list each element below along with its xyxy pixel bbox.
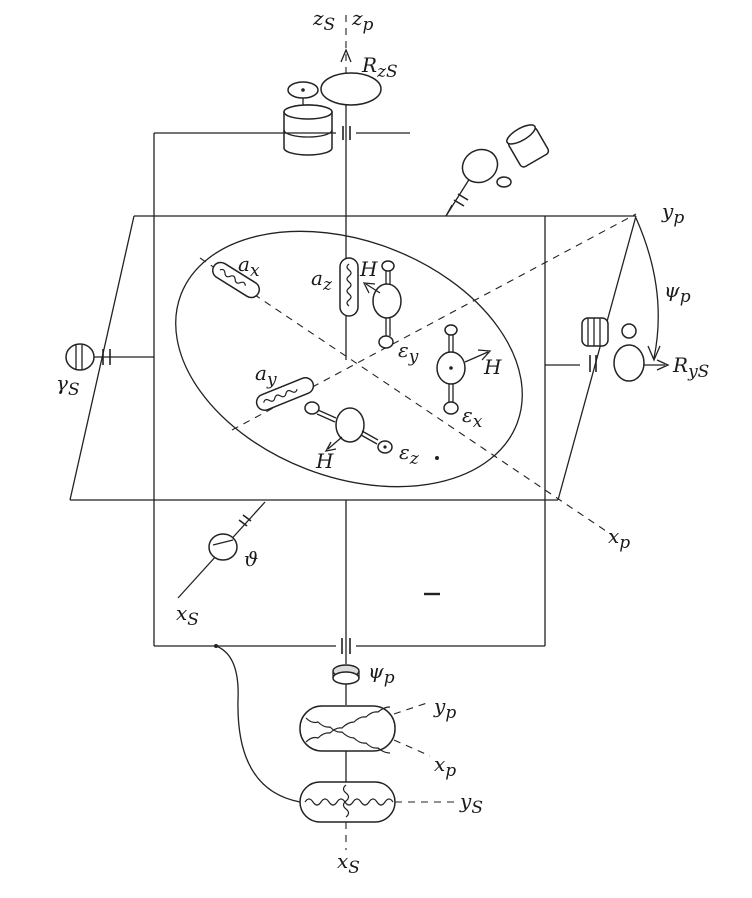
gyro-y	[362, 260, 402, 349]
label-y-s-bottom: yS	[459, 789, 483, 818]
label-y-p-bottom: yp	[433, 694, 456, 723]
label-a-x: ax	[238, 252, 260, 281]
top-torque-motor	[283, 72, 382, 156]
gyro-z	[304, 401, 393, 454]
label-eps-x: εx	[462, 403, 483, 432]
accelerometer-ax	[211, 261, 261, 299]
svg-text:zp: zp	[351, 6, 374, 35]
left-motor	[65, 343, 154, 371]
svg-text:ax: ax	[238, 252, 260, 281]
label-r-zs: RzS	[361, 53, 398, 82]
label-theta: ϑ	[244, 547, 258, 571]
svg-text:ψp: ψp	[664, 278, 691, 307]
svg-text:εx: εx	[462, 403, 483, 432]
label-r-ys: RyS	[672, 353, 709, 382]
label-x-s-bottom: xS	[337, 849, 360, 878]
svg-text:xp: xp	[434, 752, 456, 781]
label-gamma-s: γS	[56, 371, 80, 400]
label-h-top: H	[359, 257, 378, 281]
label-psi-p-bottom: ψp	[368, 659, 395, 688]
svg-text:εz: εz	[399, 440, 420, 469]
label-a-z: az	[311, 266, 333, 295]
platform-axes	[199, 213, 637, 536]
svg-text:γS: γS	[56, 371, 80, 400]
svg-text:xp: xp	[608, 524, 630, 553]
label-y-p-top: yp	[661, 199, 684, 228]
svg-text:xS: xS	[337, 849, 360, 878]
label-a-y: ay	[255, 361, 277, 390]
label-z-p: zp	[351, 6, 374, 35]
svg-text:ψp: ψp	[368, 659, 395, 688]
lower-left-motor	[177, 501, 266, 599]
svg-text:yp: yp	[433, 694, 456, 723]
svg-text:xS: xS	[176, 601, 199, 630]
svg-text:yS: yS	[459, 789, 483, 818]
signal-wire	[215, 645, 301, 803]
outer-gimbal-frame	[153, 126, 546, 654]
label-x-p-bottom: xp	[434, 752, 456, 781]
label-z-s: zS	[312, 6, 335, 35]
gyro-x	[436, 324, 492, 415]
center-dot	[435, 456, 439, 460]
upper-right-motor	[445, 124, 550, 217]
label-x-s-left: xS	[176, 601, 199, 630]
upper-resolver	[299, 701, 431, 757]
svg-text:εy: εy	[398, 338, 419, 367]
label-psi-p-right: ψp	[664, 278, 691, 307]
svg-text:zS: zS	[312, 6, 335, 35]
svg-text:yp: yp	[661, 199, 684, 228]
label-h-bottom: H	[315, 449, 334, 473]
svg-text:RzS: RzS	[361, 53, 398, 82]
accelerometer-az	[339, 257, 359, 317]
label-x-p-right: xp	[608, 524, 630, 553]
right-motor	[545, 217, 670, 382]
stabilized-platform	[69, 204, 637, 501]
label-h-right: H	[483, 355, 502, 379]
svg-text:ay: ay	[255, 361, 277, 390]
bottom-shaft	[332, 500, 360, 705]
lower-resolver	[299, 751, 455, 850]
svg-text:az: az	[311, 266, 333, 295]
label-eps-y: εy	[398, 338, 419, 367]
label-eps-z: εz	[399, 440, 420, 469]
svg-text:RyS: RyS	[672, 353, 709, 382]
platform-disc	[175, 230, 523, 488]
accelerometer-ay	[255, 377, 315, 411]
